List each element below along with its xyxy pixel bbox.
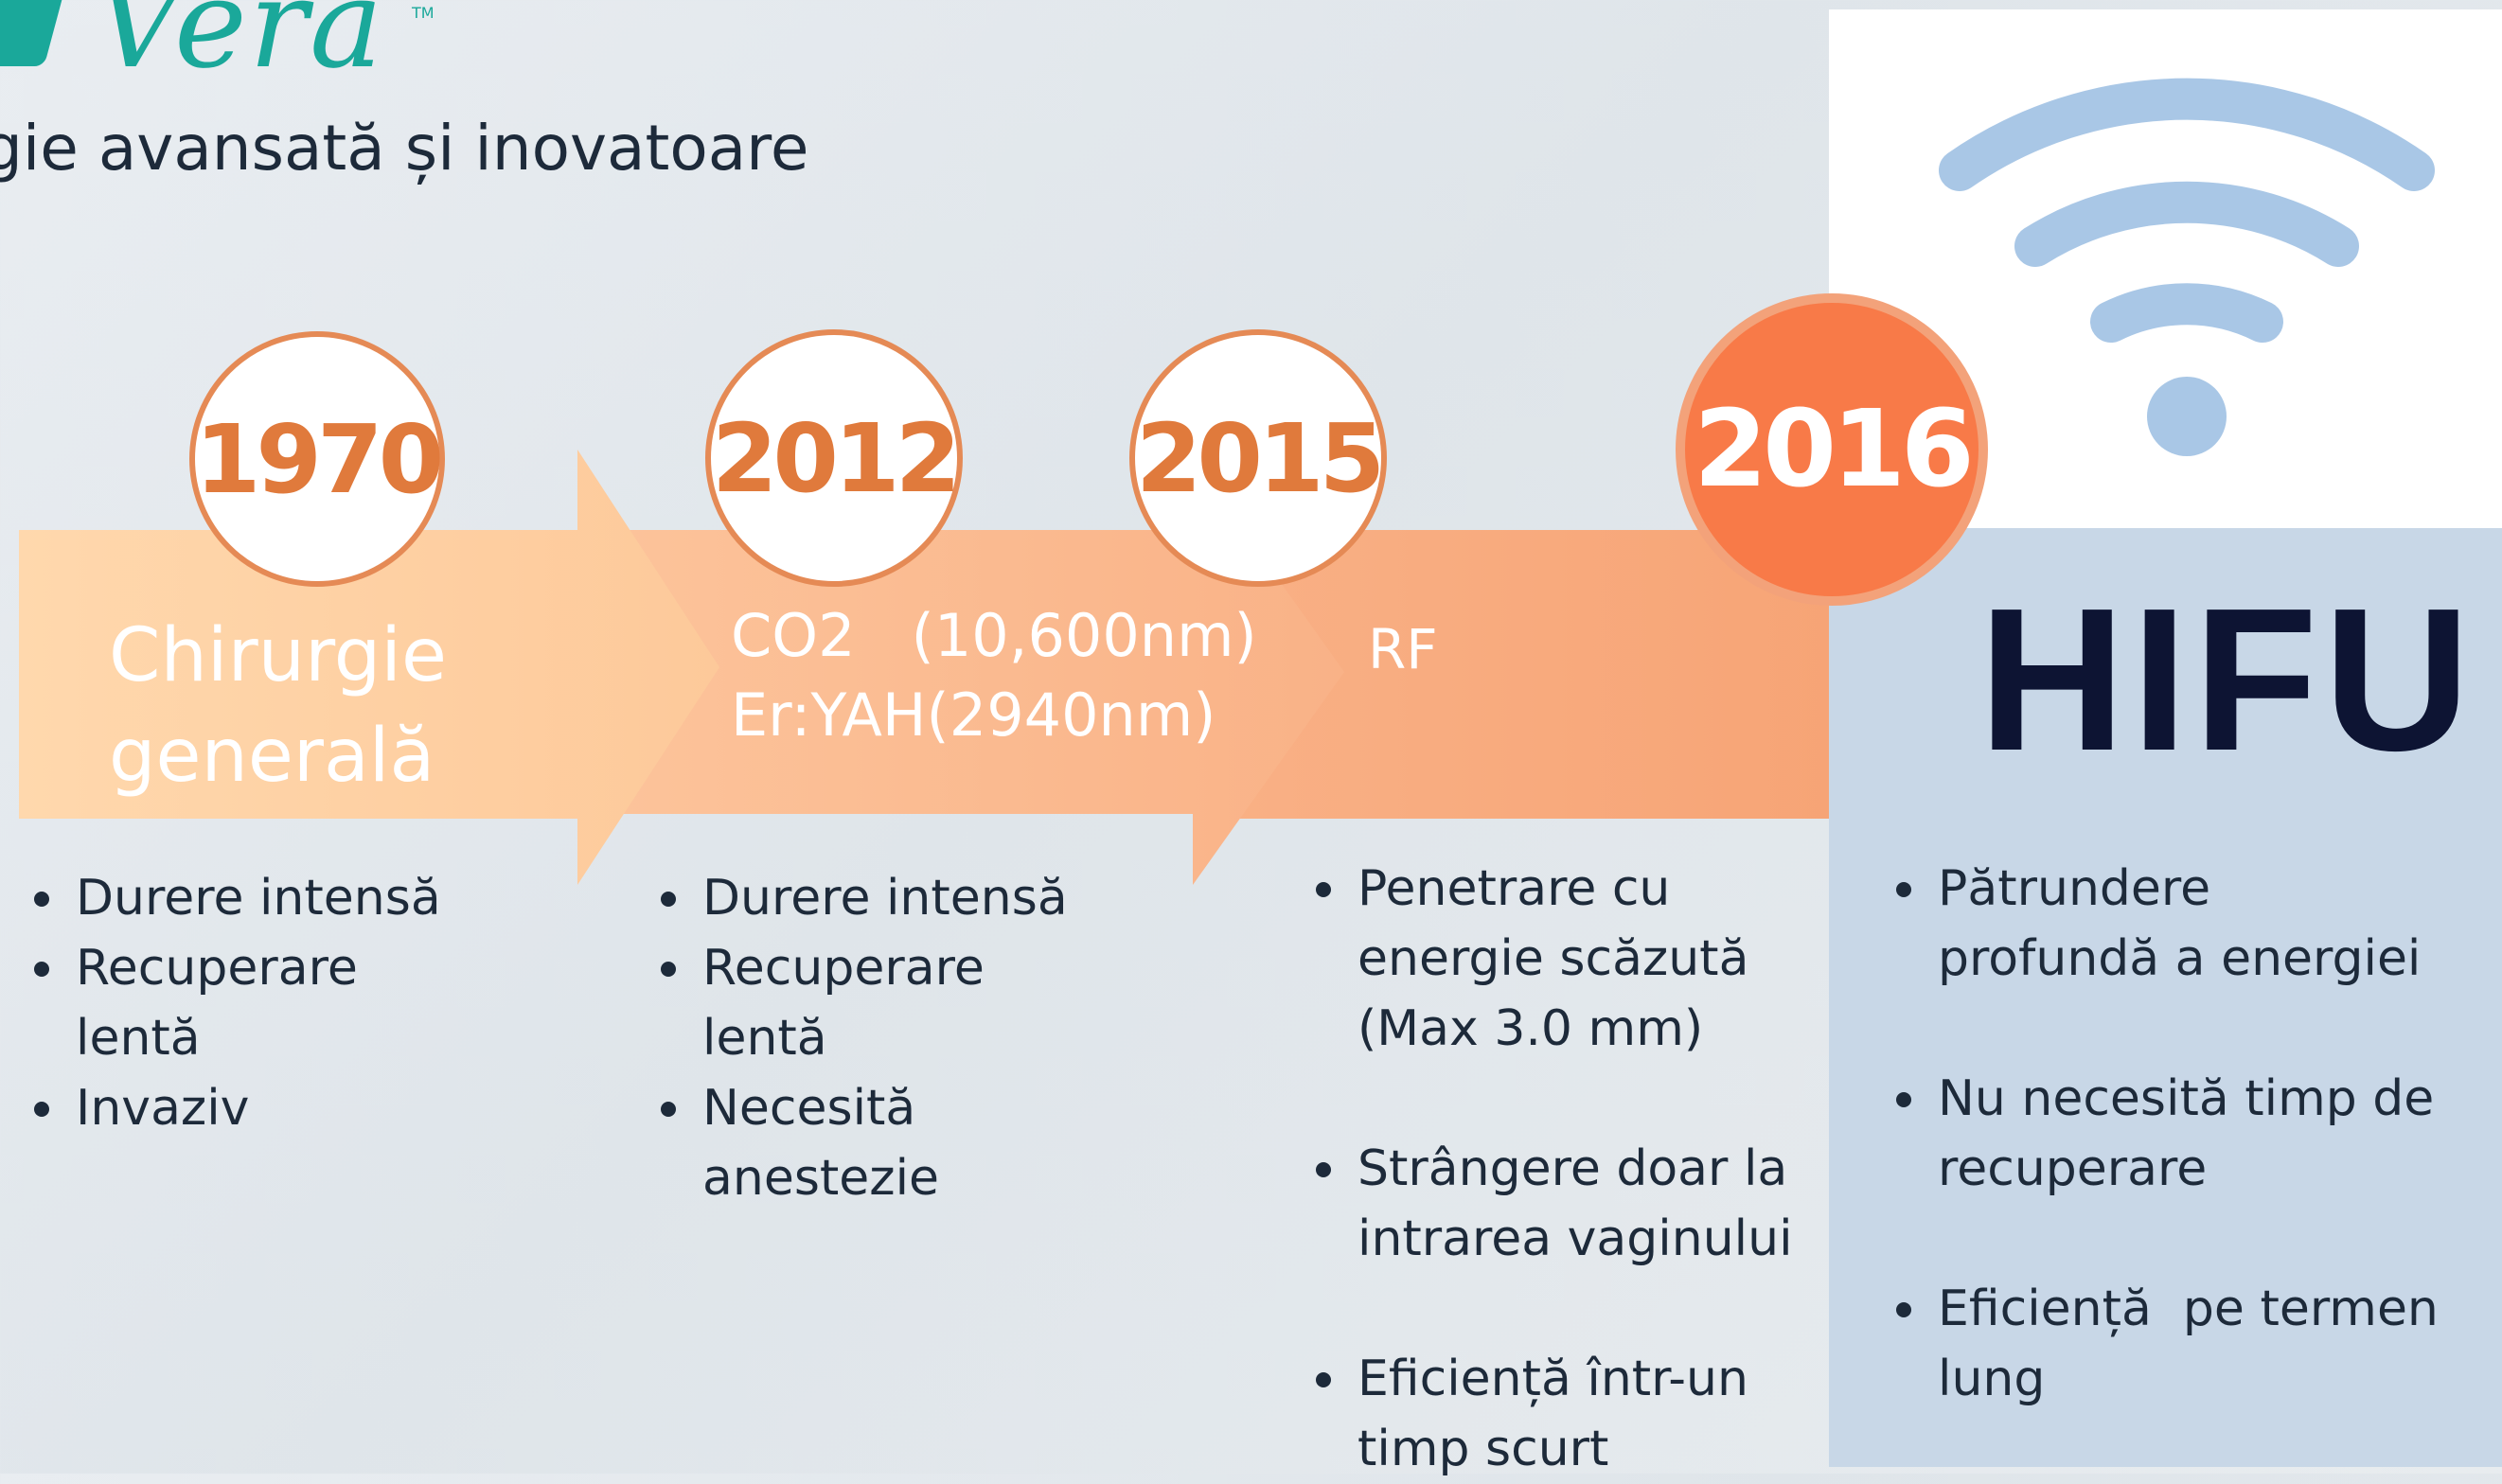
stage-label-2016: HIFU xyxy=(1979,565,2476,793)
list-item: Penetrare cu xyxy=(1308,854,1793,924)
list-item: Strângere doar la xyxy=(1308,1134,1793,1204)
list-item-continuation: profundă a energiei xyxy=(1938,930,2422,987)
list-item: Recuperare xyxy=(27,933,441,1003)
stage-label-1970: Chirurgie generală xyxy=(109,606,447,806)
stage-label-2012: CO2 (10,600nm) Er:YAH(2940nm) xyxy=(731,596,1257,755)
stage-label-2015: RF xyxy=(1368,615,1438,684)
stage-label-line: CO2 (10,600nm) xyxy=(731,601,1257,670)
tagline: gie avansată și inovatoare xyxy=(0,112,809,185)
list-item-continuation: timp scurt xyxy=(1357,1421,1609,1477)
list-item-continuation: (Max 3.0 mm) xyxy=(1357,1000,1704,1057)
year-circle-2015: 2015 xyxy=(1129,329,1387,587)
bullet-list-2012: Durere intensă Recuperare lentă Necesită… xyxy=(653,863,1068,1213)
list-item-continuation: intrarea vaginului xyxy=(1357,1210,1793,1267)
bullet-list-1970: Durere intensă Recuperare lentă Invaziv xyxy=(27,863,441,1143)
list-item: Durere intensă xyxy=(653,863,1068,933)
brand-logo: Vera xyxy=(95,0,385,96)
list-item-continuation: energie scăzută xyxy=(1357,930,1749,987)
year-circle-2016: 2016 xyxy=(1676,293,1988,606)
list-item-continuation: recuperare xyxy=(1938,1140,2208,1197)
stage-label-line: generală xyxy=(109,714,435,799)
list-item: Pătrundere xyxy=(1889,854,2439,924)
year-circle-1970: 1970 xyxy=(189,331,445,587)
list-item: Necesită xyxy=(653,1073,1068,1143)
stage-label-line: Chirurgie xyxy=(109,613,447,698)
hifu-info-panel xyxy=(1829,528,2502,1467)
bullet-list-2015: Penetrare cu energie scăzută (Max 3.0 mm… xyxy=(1308,854,1793,1484)
list-item: Invaziv xyxy=(27,1073,441,1143)
bullet-list-2016: Pătrundere profundă a energiei Nu necesi… xyxy=(1889,854,2439,1414)
list-item-continuation: lentă xyxy=(702,1010,827,1067)
list-item-continuation: lung xyxy=(1938,1351,2046,1407)
timeline-arrow-1 xyxy=(19,450,719,885)
list-item-continuation: anestezie xyxy=(702,1150,940,1207)
list-item-continuation: lentă xyxy=(76,1010,201,1067)
list-item: Durere intensă xyxy=(27,863,441,933)
trademark-symbol: TM xyxy=(412,4,435,22)
list-item: Eficiență într-un xyxy=(1308,1344,1793,1414)
list-item: Nu necesită timp de xyxy=(1889,1064,2439,1134)
list-item: Recuperare xyxy=(653,933,1068,1003)
stage-label-line: RF xyxy=(1368,617,1438,681)
year-circle-2012: 2012 xyxy=(705,329,963,587)
stage-label-line: Er:YAH(2940nm) xyxy=(731,680,1216,750)
list-item: Eficiență pe termen xyxy=(1889,1274,2439,1344)
